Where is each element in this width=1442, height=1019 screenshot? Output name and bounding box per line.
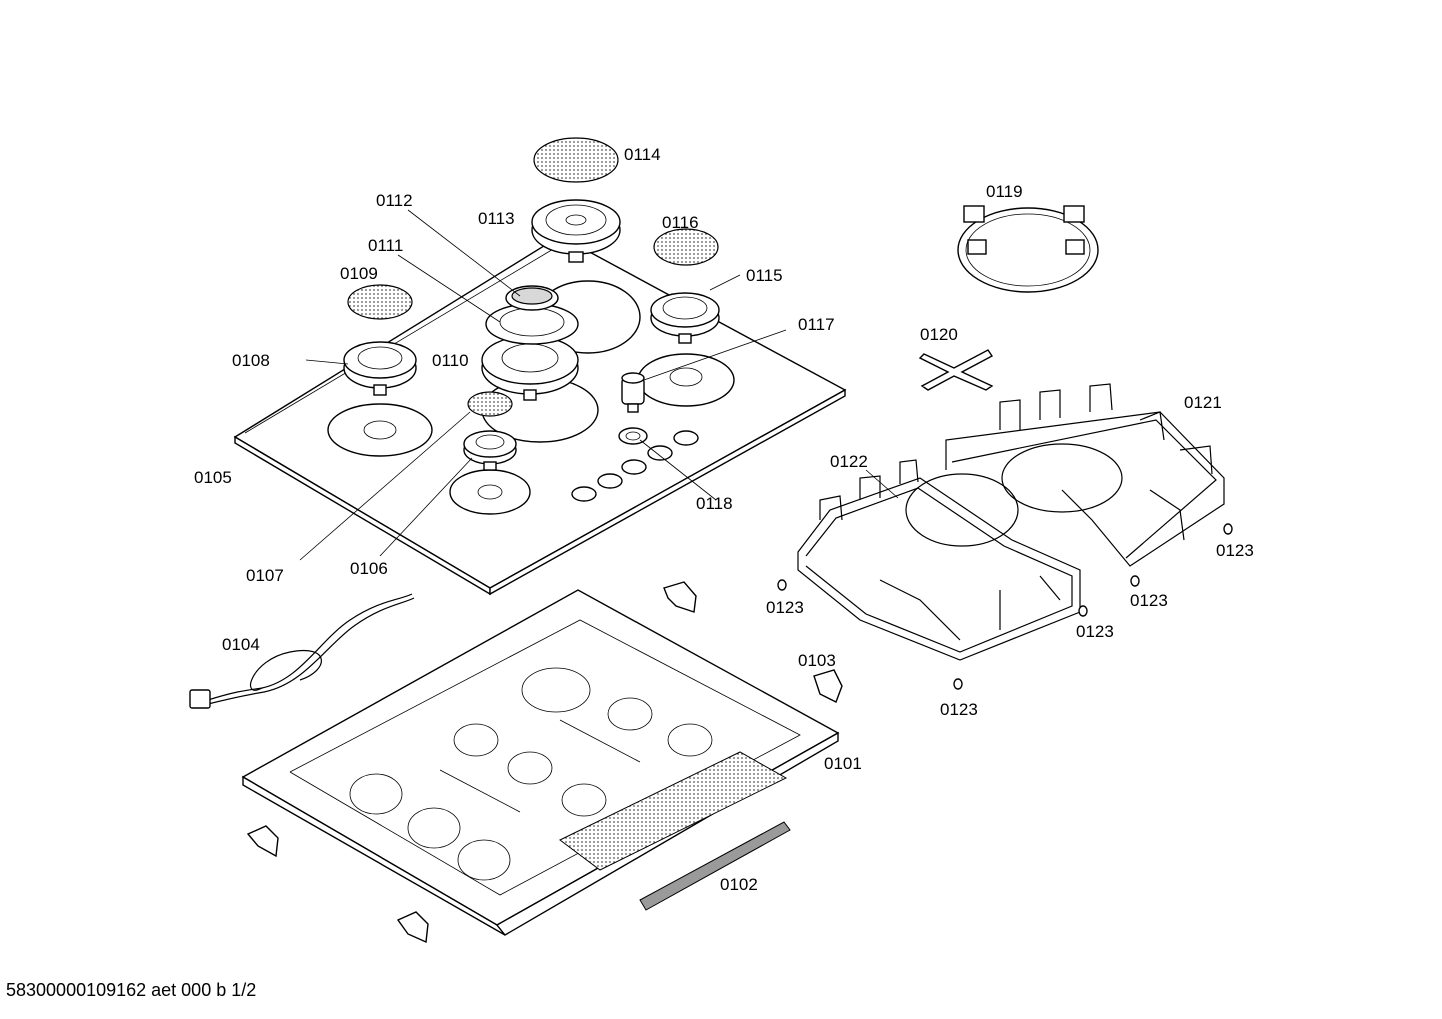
label-0110: 0110 <box>432 351 469 370</box>
burner-cap-0116 <box>653 228 719 266</box>
label-0101: 0101 <box>824 754 862 773</box>
drawing-reference-footer: 58300000109162 aet 000 b 1/2 <box>6 980 257 1000</box>
burner-cap-0109 <box>347 284 413 320</box>
burner-cap-0107 <box>467 391 513 417</box>
label-0123-b: 0123 <box>766 598 804 617</box>
burner-0106 <box>463 430 517 471</box>
label-0121: 0121 <box>1184 393 1222 412</box>
thermocouple-cable-0104 <box>189 593 415 709</box>
label-0115: 0115 <box>746 266 783 285</box>
burner-0113 <box>531 199 621 263</box>
label-0122: 0122 <box>830 452 868 471</box>
clip-0103 <box>246 581 843 944</box>
wok-ring-0119 <box>957 205 1099 293</box>
label-0123-c: 0123 <box>1130 591 1168 610</box>
burner-cap-0114 <box>533 137 619 183</box>
seal-strip-0102 <box>639 821 791 911</box>
label-0119: 0119 <box>986 182 1023 201</box>
label-0107: 0107 <box>246 566 284 585</box>
bottom-tray-0101 <box>241 589 840 936</box>
control-knob-0117 <box>621 372 645 413</box>
label-0106: 0106 <box>350 559 388 578</box>
label-0103: 0103 <box>798 651 836 670</box>
label-0117: 0117 <box>798 315 835 334</box>
pan-support-0122 <box>797 459 1081 661</box>
burner-0110 <box>481 335 579 401</box>
label-0109: 0109 <box>340 264 378 283</box>
label-0104: 0104 <box>222 635 260 654</box>
label-0118: 0118 <box>696 494 733 513</box>
burner-0108 <box>343 341 417 396</box>
label-0120: 0120 <box>920 325 958 344</box>
label-0113: 0113 <box>478 209 515 228</box>
label-0123-d: 0123 <box>1076 622 1114 641</box>
label-0102: 0102 <box>720 875 758 894</box>
leader-lines <box>299 209 899 561</box>
burner-cap-0112 <box>505 285 559 311</box>
label-0112: 0112 <box>376 191 413 210</box>
pan-support-0121 <box>945 383 1225 567</box>
label-0123-a: 0123 <box>1216 541 1254 560</box>
label-0105: 0105 <box>194 468 232 487</box>
rubber-foot-0123 <box>777 523 1233 690</box>
label-0116: 0116 <box>662 213 699 232</box>
label-0114: 0114 <box>624 145 661 164</box>
label-0123-e: 0123 <box>940 700 978 719</box>
label-0111: 0111 <box>368 236 403 255</box>
label-0108: 0108 <box>232 351 270 370</box>
burner-0115 <box>650 292 720 344</box>
knob-ring-0118 <box>618 427 648 445</box>
part-labels: 0114 0112 0113 0116 0111 0109 0115 0117 … <box>194 145 1254 894</box>
simmer-plate-0120 <box>918 349 994 391</box>
